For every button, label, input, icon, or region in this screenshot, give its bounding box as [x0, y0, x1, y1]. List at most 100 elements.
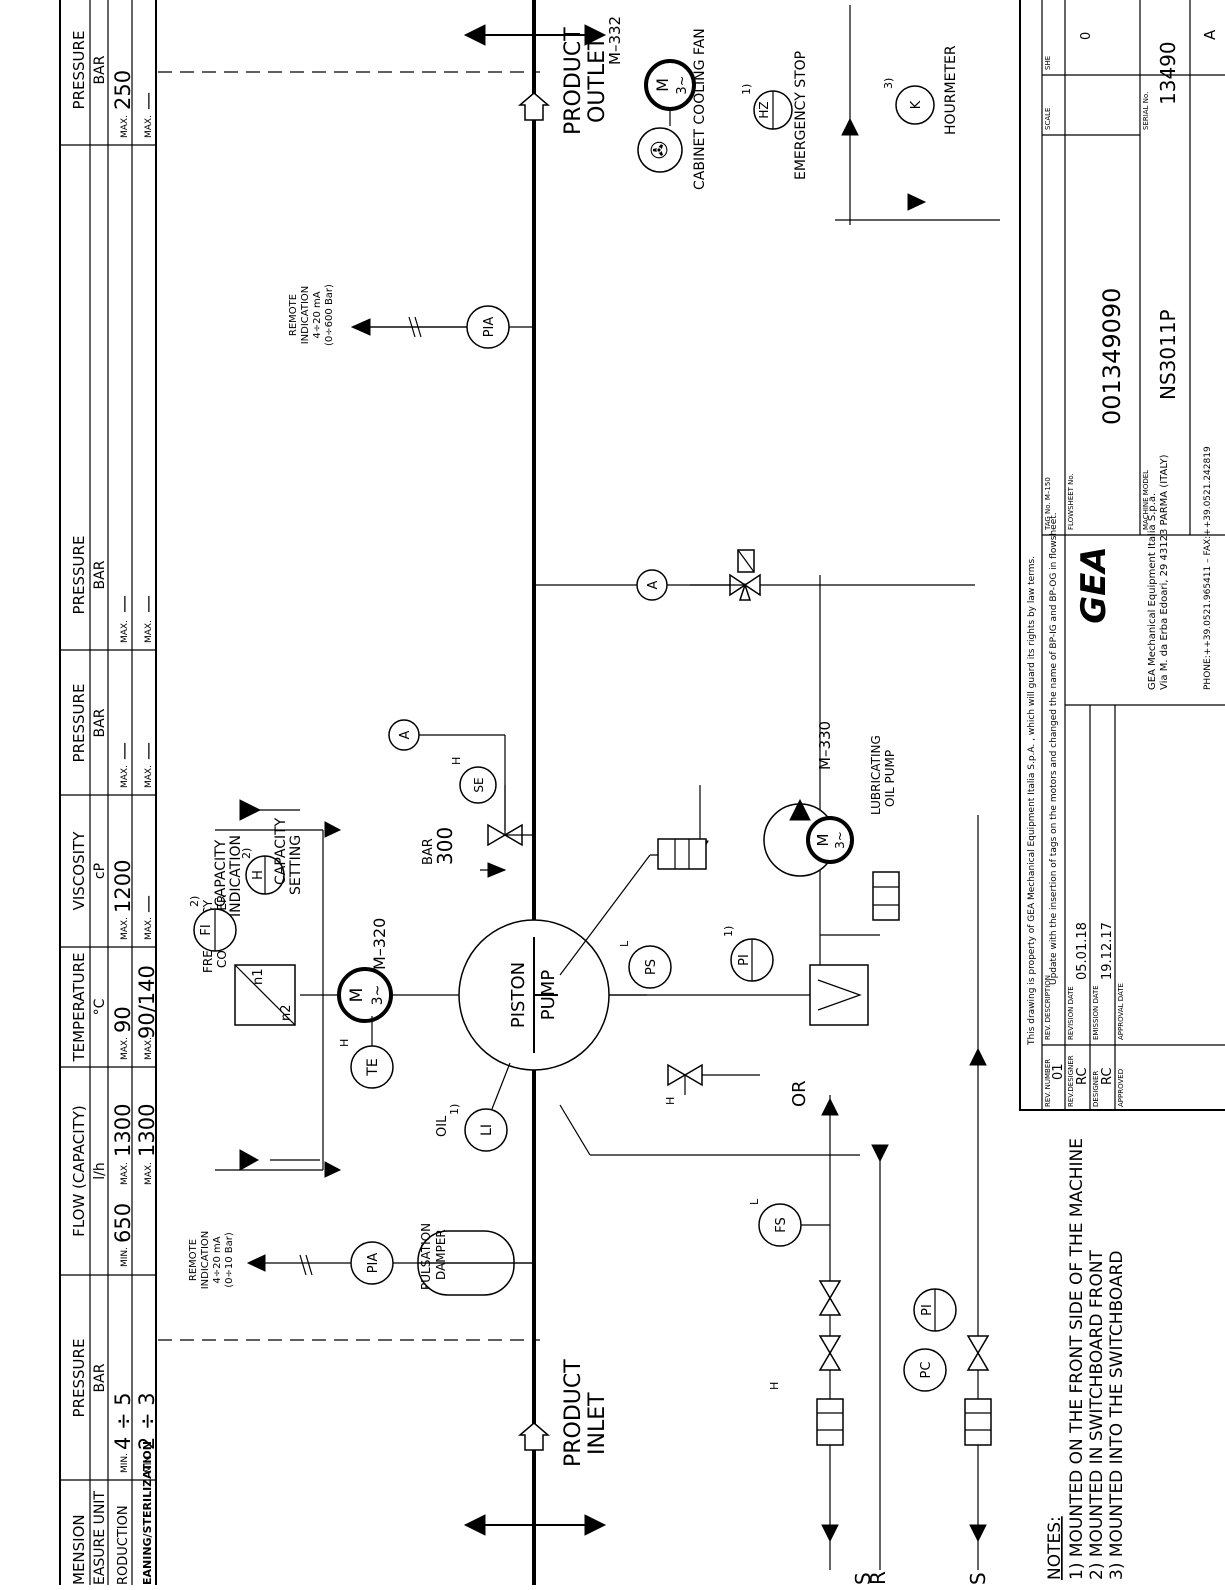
- flowsheet-number: 001349090: [1098, 288, 1126, 425]
- remote-top-4: (0÷600 Bar): [324, 284, 335, 346]
- svg-text:SHE: SHE: [1044, 56, 1052, 70]
- svg-text:1): 1): [448, 1104, 461, 1115]
- remote-bottom-1: REMOTE: [188, 1239, 199, 1281]
- svg-text:H: H: [338, 1039, 351, 1047]
- max-label: MAX.: [144, 1037, 154, 1060]
- temperature-cleaning-max: 90/140: [135, 965, 159, 1039]
- rev-number: 01: [1051, 1063, 1066, 1080]
- svg-text:APPROVED: APPROVED: [1117, 1069, 1125, 1107]
- oil-label: OIL: [435, 1115, 450, 1137]
- lube-filter-1: [657, 838, 707, 870]
- svg-text:EMISSION DATE: EMISSION DATE: [1092, 985, 1100, 1040]
- col-pressure-header-7: PRESSURE: [70, 536, 88, 615]
- instrument-li: LI 1): [448, 1104, 508, 1152]
- instrument-fs: FS L: [748, 1198, 802, 1247]
- solenoid-valve: [534, 549, 975, 601]
- emission-date: 19.12.17: [1100, 922, 1115, 980]
- revision-date: 05.01.18: [1075, 922, 1090, 980]
- product-outlet-label-2: OUTLET: [585, 36, 610, 123]
- svg-text:n1: n1: [251, 968, 266, 985]
- svg-text:PC: PC: [919, 1362, 934, 1379]
- company-address: Via M. da Erba Edoari, 29 43123 PARMA (I…: [1159, 454, 1170, 690]
- viscosity-production-max: 1200: [111, 860, 135, 913]
- min-label: MIN.: [120, 1453, 130, 1473]
- max-label: MAX.: [120, 917, 130, 940]
- sheet-size: A: [1201, 29, 1219, 40]
- svg-text:NOTES:: NOTES:: [1045, 1516, 1065, 1580]
- svg-text:L: L: [618, 940, 631, 947]
- or-label: OR: [789, 1080, 810, 1107]
- row-production-label: RODUCTION: [116, 1505, 131, 1585]
- svg-text:REV.DESIGNER: REV.DESIGNER: [1067, 1055, 1075, 1107]
- svg-text:SE: SE: [472, 777, 486, 792]
- piston-label: PISTON: [508, 962, 529, 1028]
- svg-text:PI: PI: [920, 1304, 935, 1316]
- svg-text:APPROVAL DATE: APPROVAL DATE: [1117, 983, 1125, 1040]
- temperature-production-max: 90: [111, 1006, 135, 1033]
- lubrication-circuit: [559, 575, 880, 1156]
- piston-pump: PISTON PUMP: [458, 919, 610, 1071]
- viscosity-cleaning-max: —: [138, 895, 159, 913]
- note-3: 3) MOUNTED INTO THE SWITCHBOARD: [1107, 1250, 1127, 1580]
- sub-h-label: H: [768, 1382, 781, 1390]
- svg-text:PIA: PIA: [482, 317, 497, 338]
- max-label: MAX.: [120, 1162, 130, 1185]
- edge-label-s2: S: [966, 1572, 990, 1585]
- svg-text:M: M: [653, 78, 672, 92]
- instrument-a-2: A: [636, 569, 668, 601]
- svg-text:A: A: [398, 730, 413, 739]
- unit-bar-1: BAR: [92, 1363, 108, 1392]
- max-label: MAX.: [120, 115, 130, 138]
- svg-text:TAG No. M–150: TAG No. M–150: [1044, 477, 1052, 531]
- sheet-number: 0: [1079, 32, 1094, 40]
- svg-text:2): 2): [188, 896, 201, 907]
- max-label: MAX.: [144, 917, 154, 940]
- instrument-te: TE H: [338, 1039, 394, 1089]
- capacity-setting-1: CAPACITY: [273, 817, 289, 885]
- inlet-water-valves: [816, 1280, 992, 1446]
- max-label: MAX.: [144, 620, 154, 643]
- svg-text:L: L: [748, 1198, 761, 1205]
- svg-text:M: M: [814, 834, 832, 847]
- cooling-water-lines: [821, 815, 987, 1570]
- motor-m332: M 3~: [644, 59, 696, 111]
- flow-production-min: 650: [111, 1203, 135, 1243]
- designer: RC: [1100, 1068, 1115, 1085]
- svg-text:REV. DESCRIPTION: REV. DESCRIPTION: [1044, 975, 1052, 1040]
- svg-text:M: M: [347, 988, 367, 1003]
- edge-label-r: R: [866, 1571, 890, 1585]
- max-label: MAX.: [144, 765, 154, 788]
- svg-text:1): 1): [722, 926, 735, 937]
- cabinet-fan-icon: ✇: [637, 127, 683, 173]
- svg-text:REVISION DATE: REVISION DATE: [1067, 986, 1075, 1040]
- bar-value: 300: [433, 827, 457, 865]
- svg-text:TE: TE: [365, 1058, 381, 1076]
- process-data-table: MENSION PRESSURE FLOW (CAPACITY) TEMPERA…: [59, 0, 159, 1590]
- svg-text:1): 1): [740, 84, 753, 95]
- product-inlet-label-1: PRODUCT: [561, 1359, 586, 1467]
- m332-tag: M–332: [606, 16, 624, 65]
- row-cleaning-label: EANING/STERILIZATION: [141, 1441, 154, 1585]
- col-flow-header: FLOW (CAPACITY): [70, 1105, 88, 1237]
- outlet-pressure-cleaning-max: —: [138, 92, 159, 110]
- flow-cleaning-max: 1300: [135, 1104, 159, 1157]
- flow-production-max: 1300: [111, 1104, 135, 1157]
- instrument-fi: FI 2): [188, 896, 237, 952]
- edge-label-s1: S: [851, 1572, 875, 1585]
- svg-text:FLOWSHEET No.: FLOWSHEET No.: [1067, 473, 1075, 530]
- product-outlet-label-1: PRODUCT: [561, 27, 586, 135]
- unit-cp: cP: [92, 863, 108, 879]
- max-label: MAX.: [120, 765, 130, 788]
- capacity-indication-1: CAPACITY: [213, 839, 229, 907]
- pressure6-cleaning-max: —: [138, 742, 159, 760]
- pulsation-label-1: PULSATION: [419, 1223, 433, 1290]
- svg-text:3): 3): [882, 78, 895, 89]
- motor-m320: M 3~: [337, 967, 393, 1023]
- note-1: 1) MOUNTED ON THE FRONT SIDE OF THE MACH…: [1067, 1138, 1087, 1580]
- max-label: MAX.: [120, 1037, 130, 1060]
- svg-text:2): 2): [240, 848, 253, 859]
- svg-text:FI: FI: [199, 924, 214, 935]
- serial-number: 13490: [1156, 41, 1180, 105]
